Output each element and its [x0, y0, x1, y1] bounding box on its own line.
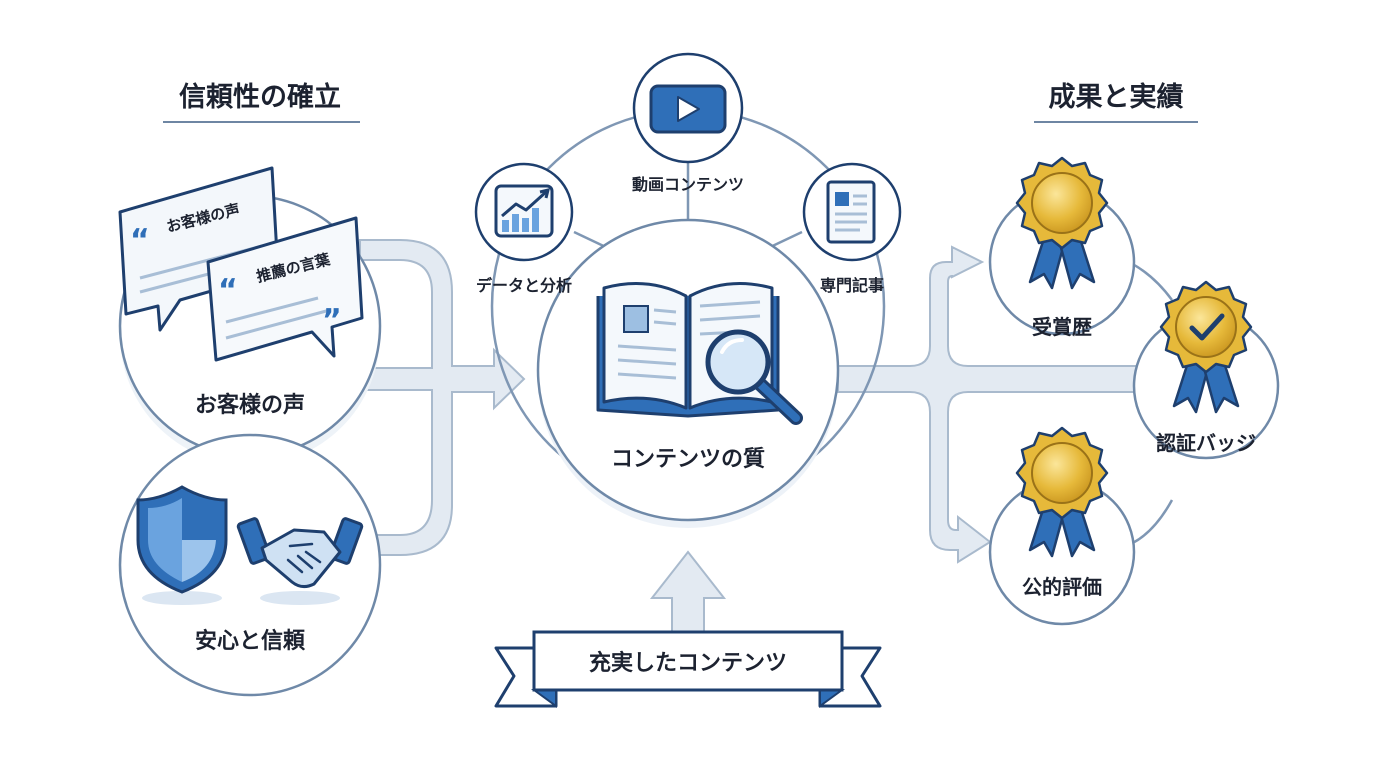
flow-arrow-right: [837, 245, 1141, 564]
badge-label: 認証バッジ: [1156, 431, 1256, 455]
video-label: 動画コンテンツ: [632, 175, 744, 194]
trust-node: 安心と信頼: [118, 433, 382, 697]
medal-icon: [1015, 426, 1109, 558]
medal-icon: [1015, 156, 1109, 290]
checkmark-icon: [1189, 313, 1225, 341]
banner-text: 充実したコンテンツ: [589, 650, 787, 676]
public-evaluation-node: 公的評価: [988, 426, 1136, 626]
handshake-icon: [236, 517, 364, 605]
magnifier-icon: [705, 329, 803, 425]
data-node: データと分析: [474, 162, 574, 295]
article-label: 専門記事: [820, 276, 884, 295]
badge-node: 認証バッジ: [1132, 280, 1280, 460]
public-evaluation-label: 公的評価: [1022, 575, 1102, 599]
video-node: 動画コンテンツ: [632, 52, 744, 194]
right-heading: 成果と実績: [1049, 81, 1184, 113]
testimonial-bubble-front: “ 推薦の言葉 ”: [206, 216, 364, 362]
play-icon: [649, 84, 727, 134]
document-icon: [826, 180, 876, 244]
customer-voice-label: お客様の声: [195, 392, 305, 418]
left-heading: 信頼性の確立: [179, 81, 341, 113]
flow-arrow-up: [649, 550, 727, 641]
results-network: 受賞歴 認証バッジ 公的評価: [988, 156, 1280, 626]
chart-icon: [494, 184, 554, 238]
trust-label: 安心と信頼: [195, 628, 306, 654]
quote-icon: “: [130, 223, 150, 258]
quote-icon: ”: [322, 303, 342, 338]
content-quality-label: コンテンツの質: [611, 447, 765, 472]
content-banner: 充実したコンテンツ: [494, 630, 882, 708]
flow-arrow-voice: [359, 239, 526, 556]
award-node: 受賞歴: [988, 156, 1136, 339]
content-hub: コンテンツの質 動画コンテンツ データと分析: [474, 52, 902, 528]
quote-icon: “: [218, 273, 238, 308]
customer-voice-node: “ お客様の声 “ 推薦の言葉 ” お客様の声: [118, 166, 382, 465]
certified-medal-icon: [1159, 280, 1253, 414]
shield-icon: [136, 485, 228, 605]
testimonial-bubble-back: “ お客様の声: [118, 166, 280, 332]
data-label: データと分析: [476, 276, 572, 295]
award-label: 受賞歴: [1032, 315, 1092, 339]
article-node: 専門記事: [802, 162, 902, 295]
